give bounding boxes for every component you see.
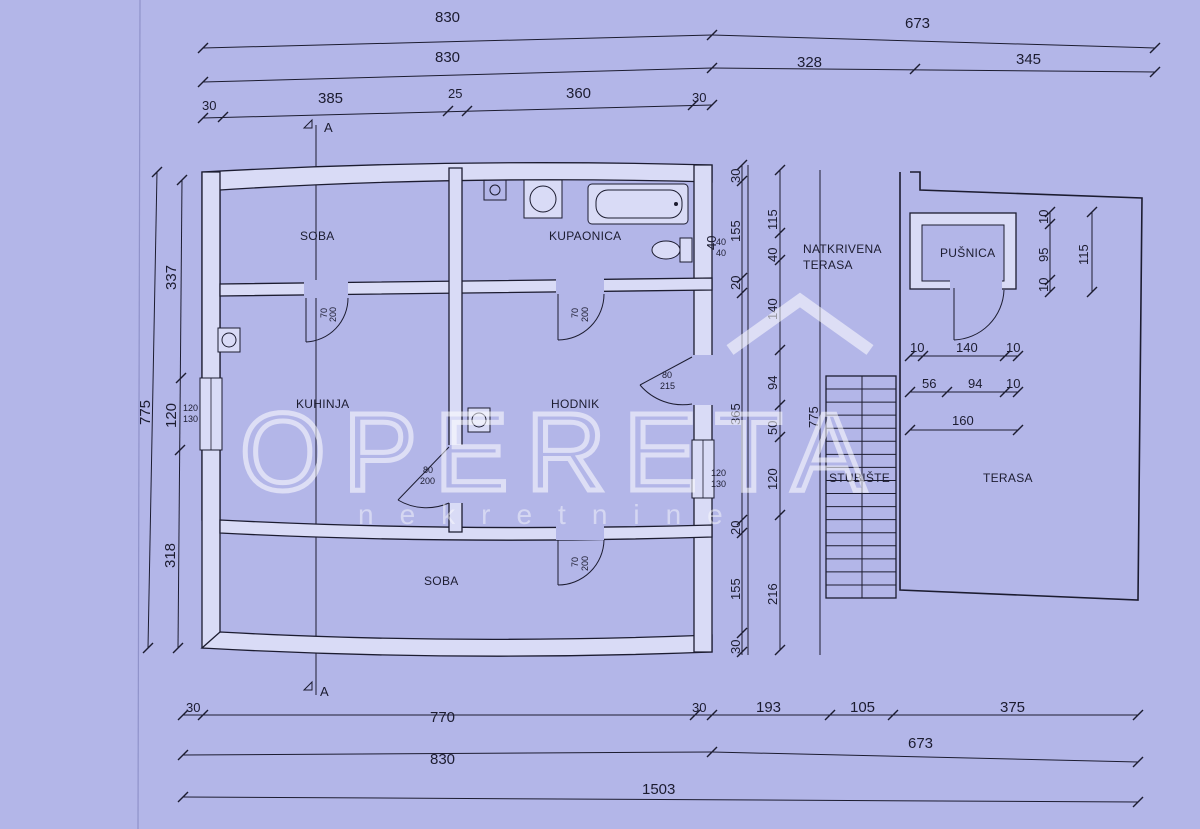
door-kitchen-w: 80	[423, 465, 433, 475]
room-soba-top: SOBA	[300, 229, 335, 243]
dim-top3-30b: 30	[692, 90, 706, 105]
left-dimensions: 775 337 120 318	[137, 166, 188, 654]
dim-left-318: 318	[162, 543, 179, 568]
dim-r2-94: 94	[765, 376, 780, 390]
door-swings	[305, 293, 693, 586]
dim-r2-50: 50	[765, 421, 780, 435]
dim-top3-30a: 30	[202, 98, 216, 113]
page-edge	[137, 0, 141, 829]
door-ext-h: 215	[660, 381, 675, 391]
dim-b1-30b: 30	[692, 700, 706, 715]
watermark-sub: nekretnine	[358, 499, 749, 530]
right-dimensions: 30 155 20 365 20 155 30 40 115 40 140 94…	[704, 159, 821, 658]
door-openings	[304, 276, 716, 540]
fixtures	[217, 179, 693, 433]
dim-top-673: 673	[905, 15, 930, 32]
dim-r1-40: 40	[704, 236, 719, 250]
wc-label-b: 40	[716, 248, 726, 258]
dim-p-h2-10: 10	[1006, 376, 1020, 391]
win-right-w: 120	[711, 468, 726, 478]
dim-r2-120: 120	[765, 468, 780, 490]
dim-p-h1-10b: 10	[1006, 340, 1020, 355]
dim-stair-775: 775	[806, 406, 821, 428]
win-right-h: 130	[711, 479, 726, 489]
dim-p-h1-10a: 10	[910, 340, 924, 355]
bottom-dimensions: 30 770 30 193 105 375 830 673 1503	[177, 699, 1144, 808]
dim-r1-20a: 20	[728, 276, 743, 290]
dim-p-h2-56: 56	[922, 376, 936, 391]
watermark: OPERETA nekretnine	[238, 292, 884, 530]
door-soba-w: 70	[319, 308, 329, 318]
room-hodnik: HODNIK	[551, 397, 599, 411]
dim-b2-673: 673	[908, 735, 933, 752]
door-ext-w: 80	[662, 370, 672, 380]
win-left-h: 130	[183, 414, 198, 424]
dim-r1-30b: 30	[728, 640, 743, 654]
dim-p-v-10b: 10	[1036, 278, 1051, 292]
room-stubiste: STUBIŠTE	[829, 470, 890, 485]
wc-label-a: 40	[716, 237, 726, 247]
windows	[199, 377, 715, 499]
dim-top2-830: 830	[435, 49, 460, 66]
dim-r1-155b: 155	[728, 578, 743, 600]
dim-r1-30a: 30	[728, 169, 743, 183]
dim-p-h2-94: 94	[968, 376, 982, 391]
opening-labels: 70 200 70 200 80 215 80 200 70 200 120 1…	[183, 237, 726, 571]
dim-b1-193: 193	[756, 699, 781, 716]
door-bottom-w: 70	[570, 557, 580, 567]
top-dimensions: 830 673 830 328 345 30 385 25 360 30	[197, 9, 1161, 124]
room-natkrivena-1: NATKRIVENA	[803, 242, 882, 256]
terrace-area	[747, 165, 1143, 655]
door-kup-w: 70	[570, 308, 580, 318]
dim-p-v-115: 115	[1076, 244, 1091, 265]
dim-b1-770: 770	[430, 709, 455, 726]
dim-top-830: 830	[435, 9, 460, 26]
door-kup-h: 200	[580, 307, 590, 322]
dim-top2-328: 328	[797, 54, 822, 71]
dim-r2-40: 40	[765, 248, 780, 262]
dim-r2-115: 115	[765, 209, 780, 230]
dim-top3-385: 385	[318, 90, 343, 107]
building-walls	[200, 162, 713, 657]
dim-top3-25: 25	[448, 86, 462, 101]
dim-left-775: 775	[137, 400, 154, 425]
watermark-name: OPERETA	[240, 391, 884, 514]
room-pusnica: PUŠNICA	[940, 245, 995, 260]
dim-b1-30a: 30	[186, 700, 200, 715]
dim-b2-830: 830	[430, 751, 455, 768]
dim-top2-345: 345	[1016, 51, 1041, 68]
section-line: A A	[302, 118, 333, 699]
dim-p-v-10a: 10	[1036, 210, 1051, 224]
section-label-top: A	[324, 120, 333, 135]
dim-left-120: 120	[163, 403, 180, 428]
room-labels: SOBA KUPAONICA NATKRIVENA TERASA PUŠNICA…	[296, 229, 1033, 588]
dim-b1-105: 105	[850, 699, 875, 716]
win-left-w: 120	[183, 403, 198, 413]
dim-p-h1-140: 140	[956, 340, 978, 355]
door-soba-h: 200	[328, 307, 338, 322]
door-bottom-h: 200	[580, 556, 590, 571]
stair-treads	[826, 388, 896, 586]
dim-r1-155a: 155	[728, 220, 743, 242]
room-terasa: TERASA	[983, 471, 1033, 485]
dim-left-337: 337	[163, 265, 180, 290]
pusnica-structure	[909, 212, 1017, 341]
dim-top3-360: 360	[566, 85, 591, 102]
door-kitchen-h: 200	[420, 476, 435, 486]
dim-b3-1503: 1503	[642, 781, 675, 798]
dim-r1-365: 365	[728, 403, 743, 425]
dim-p-v-95: 95	[1036, 248, 1051, 262]
room-kupaonica: KUPAONICA	[549, 229, 622, 243]
room-soba-bottom: SOBA	[424, 574, 459, 588]
dim-b1-375: 375	[1000, 699, 1025, 716]
pusnica-dimensions: 10 95 10 115 10 140 10 56 94 10 160	[904, 206, 1098, 436]
section-label-bottom: A	[320, 684, 329, 699]
room-kuhinja: KUHINJA	[296, 397, 349, 411]
dim-r2-216: 216	[765, 583, 780, 605]
dim-p-h3-160: 160	[952, 413, 974, 428]
room-natkrivena-2: TERASA	[803, 258, 853, 272]
dim-r1-20b: 20	[728, 521, 743, 535]
